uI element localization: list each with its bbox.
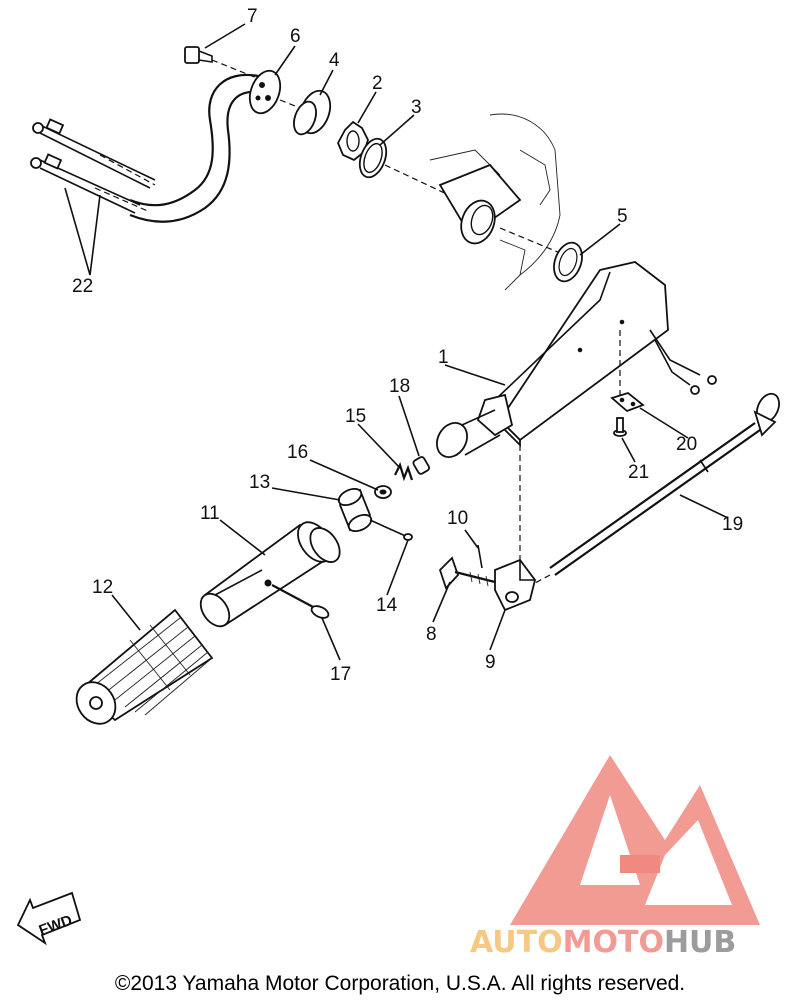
stud-18 (412, 456, 430, 475)
steering-handle-1 (436, 261, 717, 458)
callout-13: 13 (249, 472, 270, 493)
callout-22: 22 (72, 276, 93, 297)
callout-6: 6 (290, 26, 301, 47)
callout-2: 2 (372, 73, 383, 94)
grip-sleeve-11 (199, 521, 341, 628)
plate-20 (610, 391, 645, 413)
watermark-hub: HUB (663, 925, 737, 960)
callout-11: 11 (200, 503, 220, 524)
callout-15: 15 (345, 406, 366, 427)
plate-6 (248, 69, 282, 115)
plate-5 (553, 241, 583, 283)
watermark-auto: AUTO (470, 925, 563, 960)
wing-bolt-8 (438, 556, 496, 590)
spring-15 (394, 462, 414, 482)
cotter-pin-10 (477, 544, 483, 569)
collar-13 (337, 487, 373, 533)
callout-19: 19 (722, 514, 743, 535)
wave-washer-2 (337, 120, 369, 162)
bushing-4 (279, 89, 332, 136)
watermark-text: AUTOMOTOHUB (470, 925, 795, 965)
callout-17: 17 (330, 664, 351, 685)
washer-16 (374, 485, 392, 499)
bolt-7 (184, 46, 263, 81)
callout-10: 10 (447, 508, 468, 529)
clamp-9 (494, 445, 536, 612)
throttle-shaft-19 (534, 392, 780, 584)
fwd-arrow: FWD (16, 891, 82, 946)
callout-18: 18 (389, 376, 410, 397)
callout-7: 7 (247, 6, 258, 27)
pin-14 (369, 519, 413, 541)
bracket-tube-housing (438, 163, 566, 256)
part-callouts: 7 6 4 2 3 5 1 18 15 16 13 11 12 14 17 10… (72, 6, 743, 685)
callout-14: 14 (376, 595, 398, 616)
copyright-notice: ©2013 Yamaha Motor Corporation, U.S.A. A… (114, 972, 686, 995)
callout-3: 3 (411, 97, 422, 118)
callout-1: 1 (438, 347, 449, 368)
screw-21 (613, 417, 627, 437)
watermark-moto: MOTO (562, 925, 664, 960)
callout-16: 16 (287, 442, 308, 463)
leader-lines (64, 23, 729, 661)
callout-20: 20 (676, 434, 697, 455)
throttle-cables-22 (30, 73, 259, 223)
callout-8: 8 (426, 624, 437, 645)
callout-9: 9 (485, 652, 496, 673)
screw-17 (271, 584, 330, 619)
o-ring-3 (358, 137, 471, 206)
callout-5: 5 (617, 206, 628, 227)
callout-4: 4 (329, 50, 340, 71)
automotohub-logo (510, 755, 760, 925)
grip-12 (75, 608, 214, 725)
callout-12: 12 (92, 577, 113, 598)
callout-21: 21 (628, 462, 649, 483)
